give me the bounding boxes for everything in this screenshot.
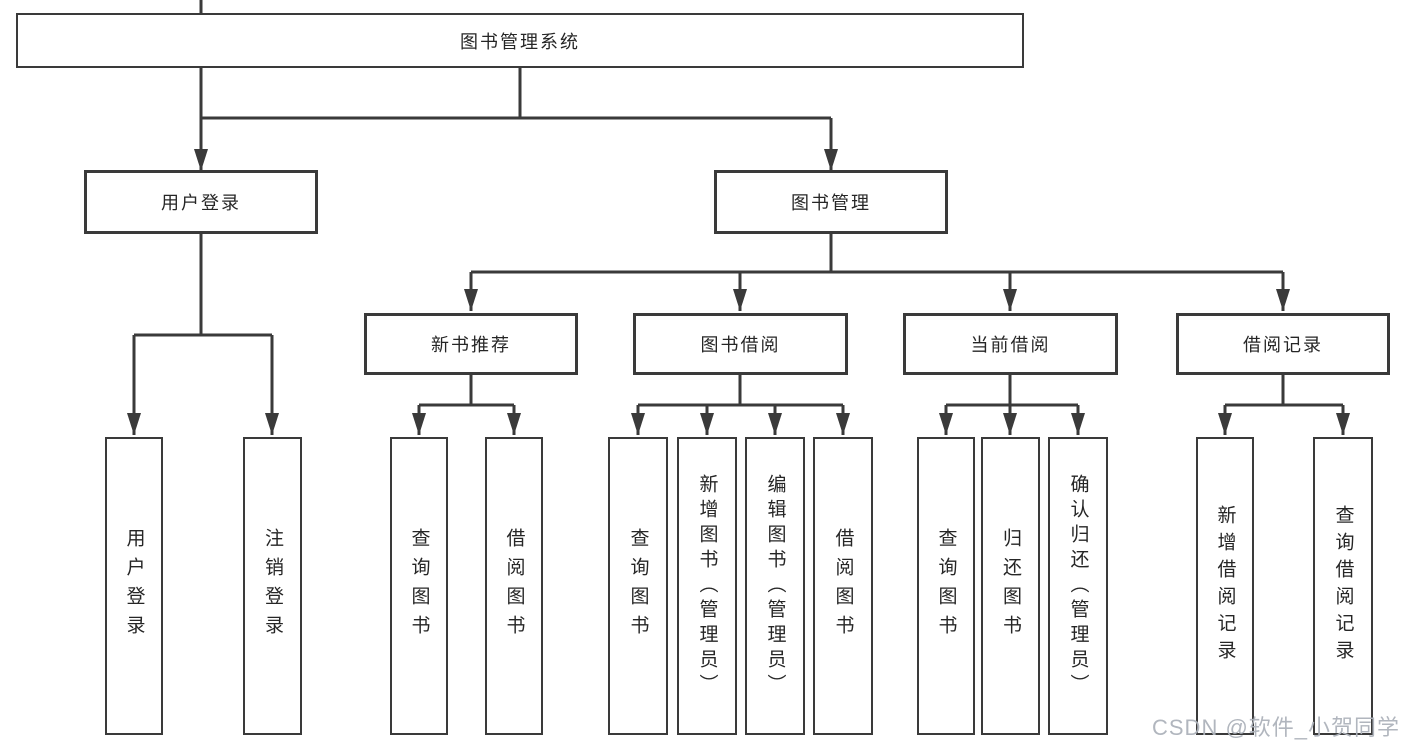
- node-book-management: 图书管理: [714, 170, 948, 234]
- node-label: 新书推荐: [431, 335, 511, 355]
- leaf-add-book-admin: 新增图书（管理员）: [677, 437, 737, 735]
- leaf-query-books: 查询图书: [390, 437, 448, 735]
- leaf-borrow-books: 借阅图书: [485, 437, 543, 735]
- node-label: 图书管理系统: [460, 31, 580, 52]
- leaf-edit-book-admin: 编辑图书（管理员）: [745, 437, 805, 735]
- node-label: 查询图书: [935, 528, 957, 644]
- node-label: 归还图书: [1000, 528, 1021, 644]
- leaf-query-borrow-record: 查询借阅记录: [1313, 437, 1373, 735]
- leaf-borrow-books-2: 借阅图书: [813, 437, 873, 735]
- node-label: 图书管理: [791, 193, 871, 213]
- node-current-borrowing: 当前借阅: [903, 313, 1118, 375]
- node-user-login: 用户登录: [84, 170, 318, 234]
- leaf-confirm-return-admin: 确认归还（管理员）: [1048, 437, 1108, 735]
- node-label: 用户登录: [123, 528, 145, 644]
- node-label: 查询图书: [408, 528, 430, 644]
- node-label: 查询借阅记录: [1332, 505, 1354, 667]
- leaf-query-books-3: 查询图书: [917, 437, 975, 735]
- node-label: 编辑图书（管理员）: [764, 473, 786, 699]
- node-label: 查询图书: [627, 528, 649, 644]
- leaf-return-books: 归还图书: [981, 437, 1040, 735]
- node-book-borrowing: 图书借阅: [633, 313, 848, 375]
- node-label: 借阅图书: [832, 528, 854, 644]
- node-label: 图书借阅: [700, 335, 781, 355]
- leaf-user-login: 用户登录: [105, 437, 163, 735]
- node-label: 用户登录: [161, 193, 241, 213]
- node-borrowing-records: 借阅记录: [1176, 313, 1390, 375]
- leaf-logout: 注销登录: [243, 437, 302, 735]
- node-new-book-recommendation: 新书推荐: [364, 313, 578, 375]
- leaf-add-borrow-record: 新增借阅记录: [1196, 437, 1254, 735]
- node-label: 借阅图书: [503, 528, 525, 644]
- node-library-management-system: 图书管理系统: [16, 13, 1024, 68]
- node-label: 注销登录: [262, 528, 283, 644]
- leaf-query-books-2: 查询图书: [608, 437, 668, 735]
- csdn-watermark: CSDN @软件_小贺同学: [1152, 715, 1401, 740]
- node-label: 借阅记录: [1243, 335, 1323, 355]
- node-label: 当前借阅: [970, 335, 1051, 355]
- node-label: 新增借阅记录: [1214, 505, 1236, 667]
- node-label: 新增图书（管理员）: [696, 473, 718, 699]
- node-label: 确认归还（管理员）: [1067, 473, 1089, 699]
